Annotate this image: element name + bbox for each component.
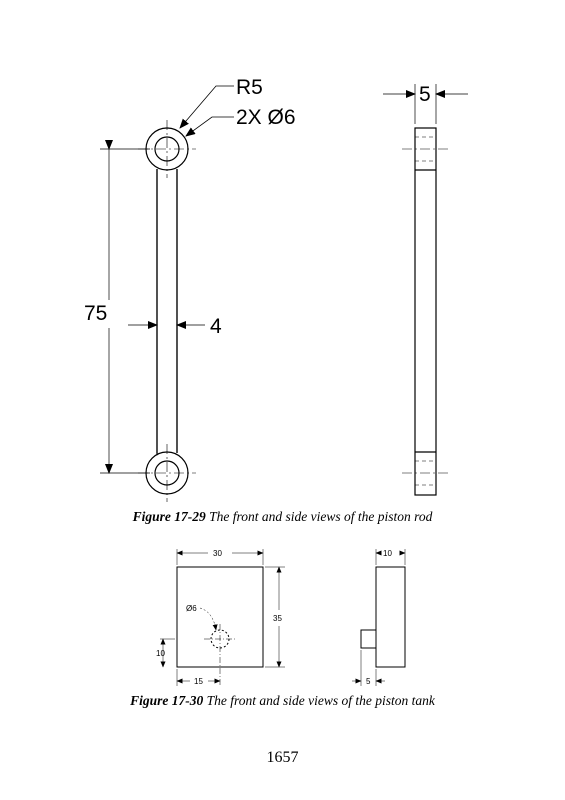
tank-hole-height-label: 10	[156, 649, 165, 658]
figure-17-29-text: The front and side views of the piston r…	[205, 509, 433, 524]
tank-front-dims	[160, 549, 285, 686]
tank-hole-offset-label: 15	[194, 677, 203, 686]
tank-side-width-label: 10	[383, 549, 392, 558]
tank-hole-label: Ø6	[186, 604, 197, 613]
tank-front-centerlines	[204, 624, 236, 685]
page-number: 1657	[266, 749, 299, 766]
figure-17-30-caption: Figure 17-30 The front and side views of…	[0, 693, 565, 709]
leaders	[179, 85, 234, 137]
tank-width-label: 30	[213, 549, 222, 558]
dim-holes-label: 2X Ø6	[236, 106, 296, 129]
figure-17-29-caption: Figure 17-29 The front and side views of…	[0, 509, 565, 525]
dim-width-label: 4	[210, 315, 222, 338]
dim-75-extension	[100, 140, 150, 474]
tank-boss-label: 5	[366, 677, 371, 686]
rod-side-view	[414, 127, 437, 496]
tank-height-label: 35	[273, 614, 282, 623]
rod-side-hidden	[415, 136, 436, 486]
tank-side-dims	[352, 549, 406, 686]
dim-5-side	[383, 84, 468, 124]
figure-17-29-label: Figure 17-29	[132, 509, 206, 524]
rod-front-view	[145, 127, 189, 495]
dim-thickness-label: 5	[419, 83, 431, 106]
tank-side-view	[360, 566, 406, 668]
figure-17-30-text: The front and side views of the piston t…	[203, 693, 435, 708]
rod-side-centerlines	[402, 148, 449, 474]
dim-length-label: 75	[84, 302, 107, 325]
dim-radius-label: R5	[236, 76, 263, 99]
rod-centerlines	[138, 120, 196, 502]
figure-17-30-label: Figure 17-30	[130, 693, 204, 708]
